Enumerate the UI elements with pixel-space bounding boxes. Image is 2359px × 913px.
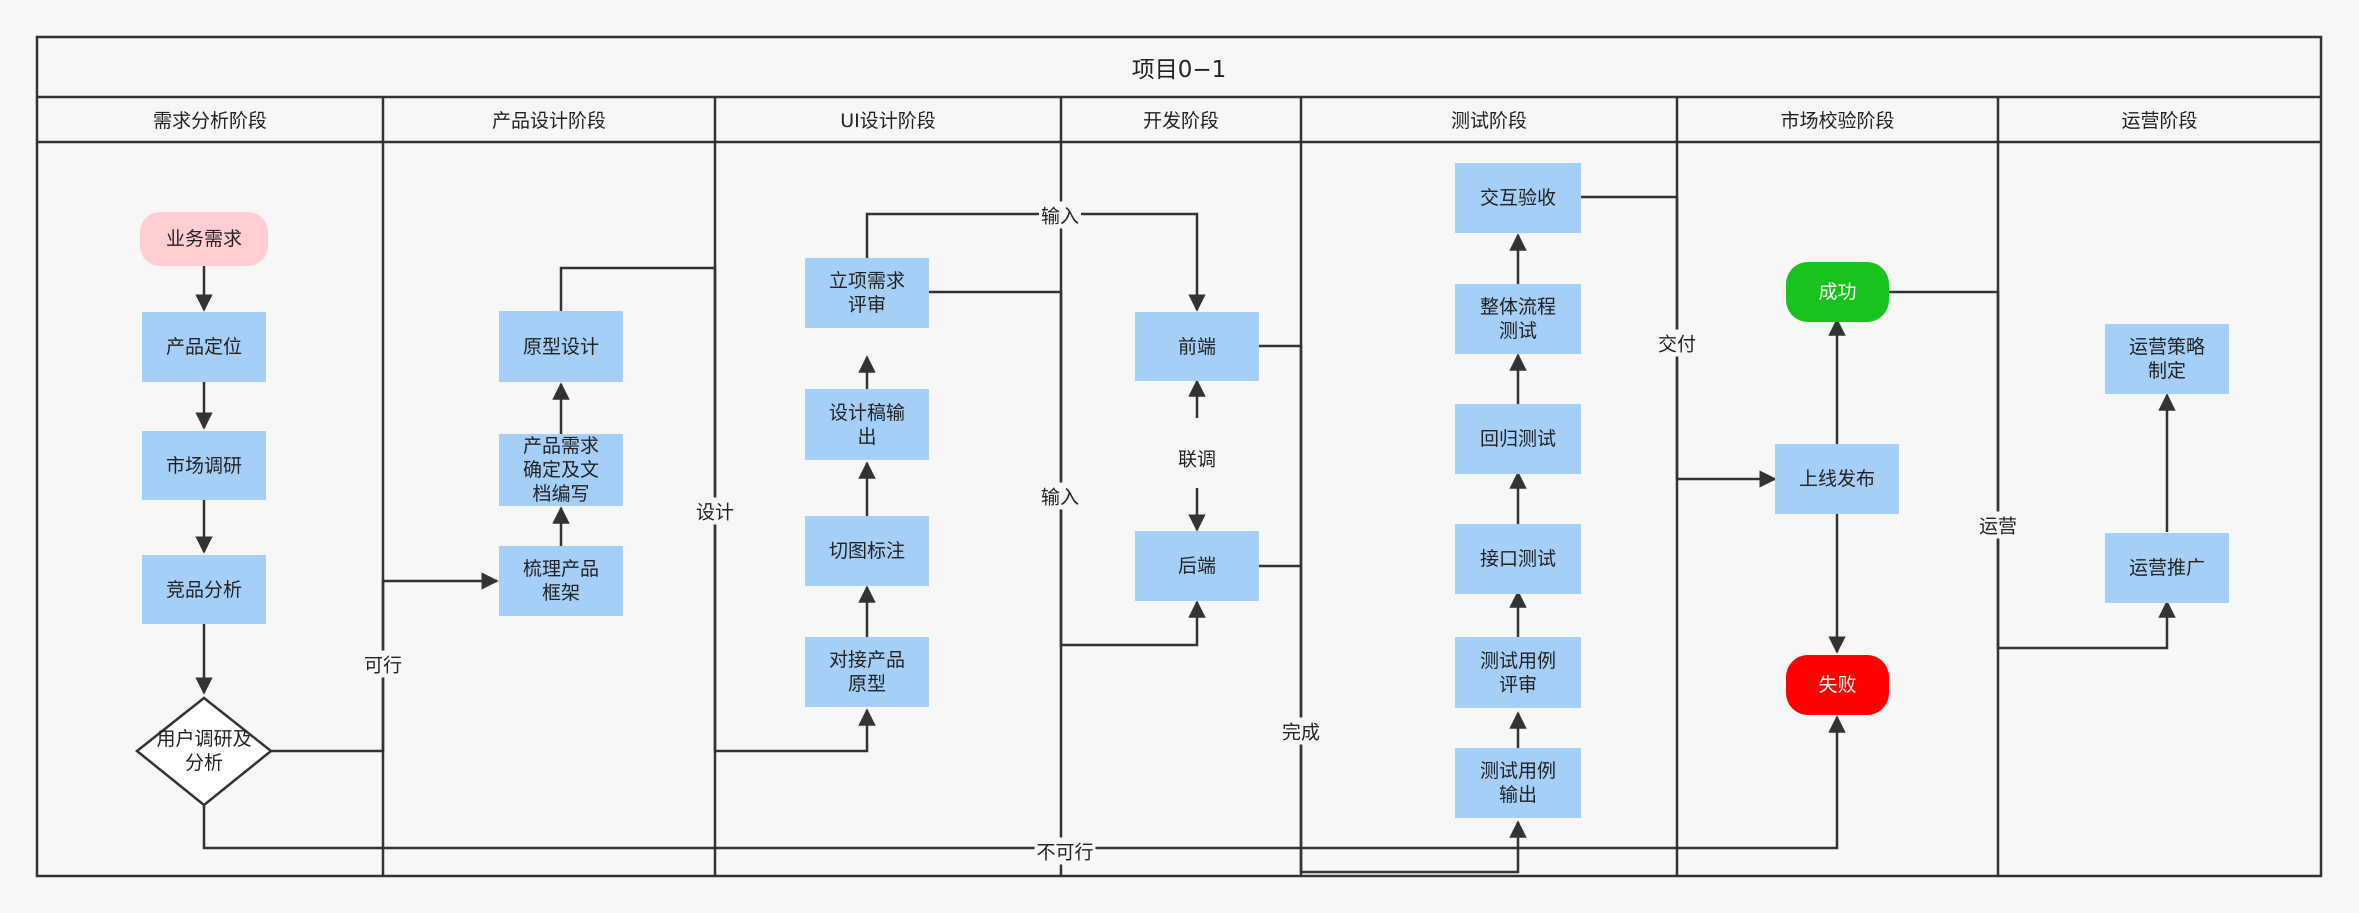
node-flow-test[interactable]: 整体流程 测试 [1455, 284, 1581, 354]
node-fail[interactable]: 失败 [1786, 655, 1889, 715]
node-market-research[interactable]: 市场调研 [142, 431, 266, 500]
lane-title-requirements: 需求分析阶段 [152, 110, 267, 132]
node-product-positioning[interactable]: 产品定位 [142, 312, 266, 382]
node-business-need[interactable]: 业务需求 [140, 212, 268, 266]
lane-title-operation: 运营阶段 [2121, 110, 2198, 132]
lane-title-product-design: 产品设计阶段 [491, 110, 606, 132]
node-regression-test[interactable]: 回归测试 [1455, 404, 1581, 474]
node-operation-strategy[interactable]: 运营策略 制定 [2105, 324, 2229, 394]
edge-label-joint-debug: 联调 [1175, 444, 1219, 472]
node-product-framework[interactable]: 梳理产品 框架 [499, 546, 623, 616]
edge-label-deliver: 交付 [1655, 329, 1699, 357]
edge-label-design: 设计 [693, 497, 737, 525]
node-api-test[interactable]: 接口测试 [1455, 524, 1581, 594]
node-success[interactable]: 成功 [1786, 262, 1889, 322]
node-launch[interactable]: 上线发布 [1775, 444, 1899, 514]
node-prd[interactable]: 产品需求 确定及文 档编写 [499, 434, 623, 506]
lane-title-ui-design: UI设计阶段 [840, 110, 936, 132]
pool-title: 项目0−1 [1131, 57, 1227, 83]
node-slicing[interactable]: 切图标注 [805, 516, 929, 586]
node-operation-promotion[interactable]: 运营推广 [2105, 533, 2229, 603]
edge-label-input-mid: 输入 [1038, 482, 1082, 510]
edge-label-done: 完成 [1279, 717, 1323, 745]
lane-title-testing: 测试阶段 [1450, 110, 1527, 132]
node-dock-prototype[interactable]: 对接产品 原型 [805, 637, 929, 707]
node-backend[interactable]: 后端 [1135, 531, 1259, 601]
node-competitor-analysis[interactable]: 竞品分析 [142, 555, 266, 624]
node-test-case-review[interactable]: 测试用例 评审 [1455, 637, 1581, 708]
node-design-output[interactable]: 设计稿输 出 [805, 389, 929, 460]
edge-label-operate: 运营 [1976, 511, 2020, 539]
node-requirement-review[interactable]: 立项需求 评审 [805, 258, 929, 328]
edge-label-feasible: 可行 [361, 650, 405, 678]
lane-title-development: 开发阶段 [1142, 110, 1219, 132]
edge-label-infeasible: 不可行 [1034, 837, 1096, 865]
node-test-case-output[interactable]: 测试用例 输出 [1455, 748, 1581, 818]
node-prototype-design[interactable]: 原型设计 [499, 311, 623, 382]
edge-label-input-top: 输入 [1038, 201, 1082, 229]
lane-title-market-validation: 市场校验阶段 [1780, 110, 1895, 132]
node-interaction-acceptance[interactable]: 交互验收 [1455, 163, 1581, 233]
node-frontend[interactable]: 前端 [1135, 312, 1259, 381]
node-user-research[interactable]: 用户调研及 分析 [156, 728, 252, 774]
